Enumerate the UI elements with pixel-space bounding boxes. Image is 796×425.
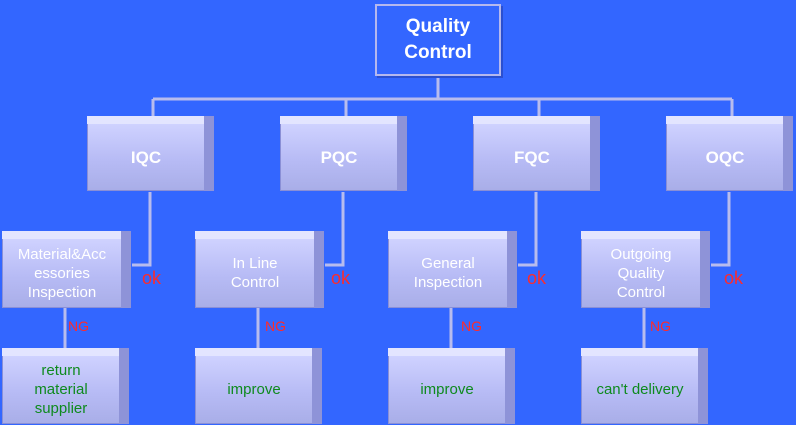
pqc-action-box: improve <box>195 348 322 424</box>
fqc-action-label: improve <box>420 381 474 398</box>
fqc-check-box: General Inspection <box>388 231 517 308</box>
fqc-check-label: General Inspection <box>413 255 483 291</box>
root-label: Quality Control <box>404 16 472 63</box>
pqc-ng-tag: NG <box>265 318 286 334</box>
oqc-action-box: can't delivery <box>581 348 708 424</box>
fqc-label: FQC <box>514 147 550 167</box>
oqc-box: OQC <box>666 116 793 191</box>
pqc-check-label: In Line Control <box>230 255 280 291</box>
iqc-label: IQC <box>130 147 162 167</box>
quality-control-root: Quality Control <box>375 4 501 76</box>
iqc-ng-tag: NG <box>68 318 89 334</box>
oqc-label: OQC <box>705 147 745 167</box>
iqc-check-label: Material&Acc essories Inspection <box>17 245 107 301</box>
oqc-action-label: can't delivery <box>596 381 684 398</box>
oqc-check-label: Outgoing Quality Control <box>610 245 672 301</box>
oqc-ng-tag: NG <box>650 318 671 334</box>
oqc-ok-tag: ok <box>724 268 744 288</box>
fqc-ng-tag: NG <box>461 318 482 334</box>
iqc-action-label: return material supplier <box>34 362 88 417</box>
pqc-ok-tag: ok <box>331 268 351 288</box>
fqc-ok-tag: ok <box>527 268 547 288</box>
oqc-check-box: Outgoing Quality Control <box>581 231 710 308</box>
pqc-action-label: improve <box>227 381 281 398</box>
iqc-box: IQC <box>87 116 214 191</box>
iqc-action-box: return material supplier <box>2 348 129 424</box>
iqc-check-box: Material&Acc essories Inspection <box>2 231 131 308</box>
fqc-box: FQC <box>473 116 600 191</box>
pqc-box: PQC <box>280 116 407 191</box>
pqc-label: PQC <box>320 147 358 167</box>
pqc-check-box: In Line Control <box>195 231 324 308</box>
fqc-action-box: improve <box>388 348 515 424</box>
iqc-ok-tag: ok <box>142 268 162 288</box>
